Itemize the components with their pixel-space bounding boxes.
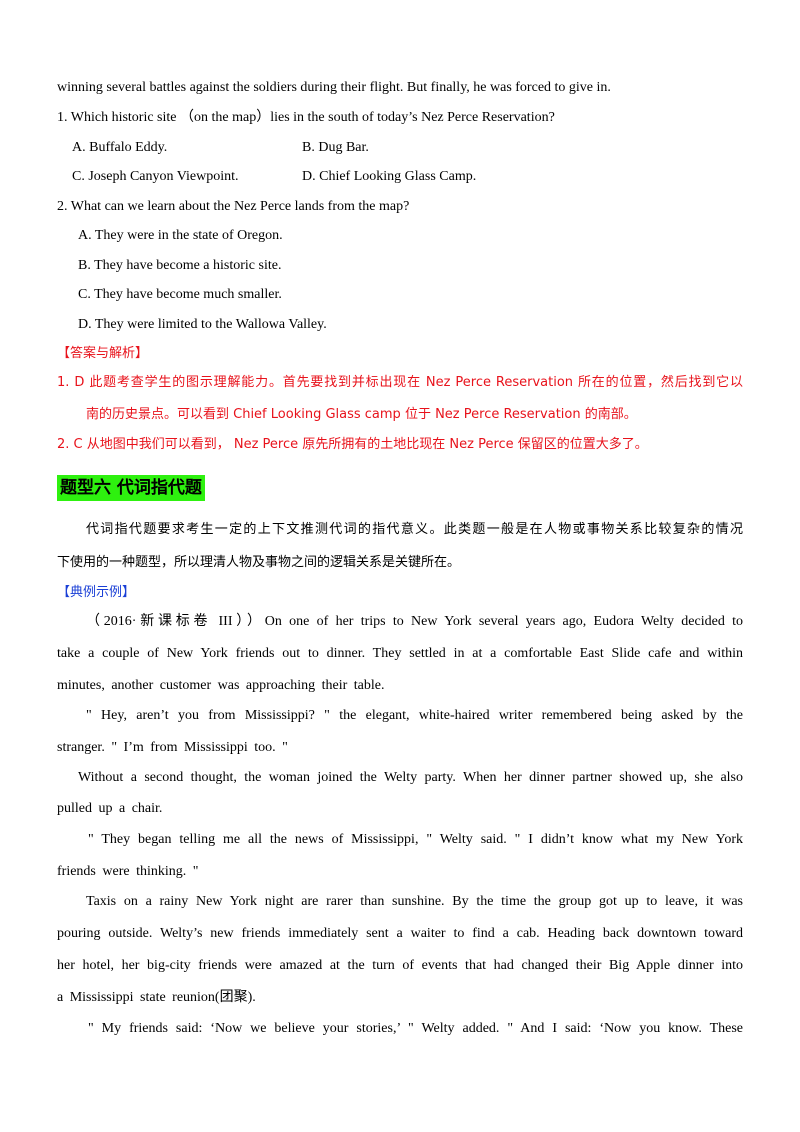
passage-line: a Mississippi state reunion(团聚). [57, 990, 256, 1005]
q1-option-a: A. Buffalo Eddy. [72, 140, 168, 155]
passage-line: pulled up a chair. [57, 801, 163, 816]
passage-line: her hotel, her big-city friends were ama… [57, 958, 743, 973]
passage-line: " They began telling me all the news of … [88, 832, 743, 847]
q2-option-b: B. They have become a historic site. [78, 258, 282, 273]
q2-option-c: C. They have become much smaller. [78, 287, 282, 302]
section-heading: 题型六 代词指代题 [57, 475, 205, 501]
answer-title: 【答案与解析】 [57, 346, 149, 361]
passage-line: friends were thinking. " [57, 864, 199, 879]
passage-line: Taxis on a rainy New York night are rare… [86, 894, 743, 909]
passage-line: stranger. " I’m from Mississippi too. " [57, 740, 288, 755]
passage-line: （2016·新课标卷 III））On one of her trips to N… [86, 614, 743, 629]
passage-line: " My friends said: ‘Now we believe your … [88, 1021, 743, 1036]
answer-line: 1. D 此题考查学生的图示理解能力。首先要找到并标出现在 Nez Perce … [57, 375, 743, 390]
passage-line: pouring outside. Welty’s new friends imm… [57, 926, 743, 941]
section-intro-line: 下使用的一种题型，所以理清人物及事物之间的逻辑关系是关键所在。 [57, 555, 461, 570]
q1-stem: 1. Which historic site （on the map）lies … [57, 110, 555, 125]
q1-option-d: D. Chief Looking Glass Camp. [302, 169, 477, 184]
passage-line: " Hey, aren’t you from Mississippi? " th… [86, 708, 743, 723]
q2-option-d: D. They were limited to the Wallowa Vall… [78, 317, 327, 332]
passage-line: take a couple of New York friends out to… [57, 646, 743, 661]
q1-option-c: C. Joseph Canyon Viewpoint. [72, 169, 239, 184]
passage-line: Without a second thought, the woman join… [78, 770, 743, 785]
q1-option-b: B. Dug Bar. [302, 140, 369, 155]
example-title: 【典例示例】 [57, 585, 136, 600]
q2-option-a: A. They were in the state of Oregon. [78, 228, 283, 243]
passage-line: minutes, another customer was approachin… [57, 678, 385, 693]
section-intro-line: 代词指代题要求考生一定的上下文推测代词的指代意义。此类题一般是在人物或事物关系比… [86, 522, 743, 537]
answer-line: 南的历史景点。可以看到 Chief Looking Glass camp 位于 … [86, 407, 637, 422]
intro-line: winning several battles against the sold… [57, 80, 611, 95]
q2-stem: 2. What can we learn about the Nez Perce… [57, 199, 410, 214]
answer-line: 2. C 从地图中我们可以看到， Nez Perce 原先所拥有的土地比现在 N… [57, 437, 648, 452]
